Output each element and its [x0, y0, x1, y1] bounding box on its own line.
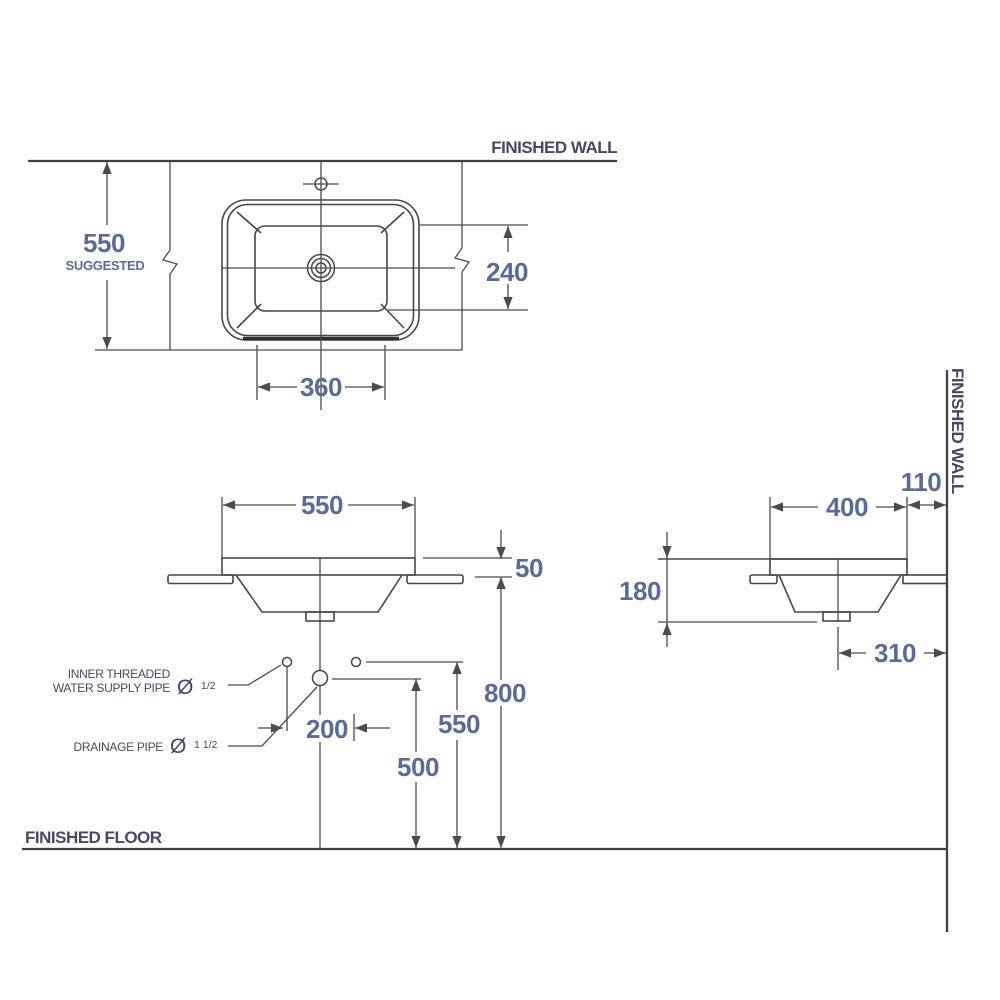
drain-pipe-opening — [311, 669, 329, 687]
supply-label-line2: WATER SUPPLY PIPE — [53, 681, 170, 695]
front-view: 550 50 800 550 50 — [53, 490, 543, 849]
dim-400-value: 400 — [826, 492, 868, 522]
counter-boundary-lines — [95, 161, 471, 351]
dim-310-value: 310 — [874, 638, 916, 668]
supply-pipe-right — [350, 656, 362, 668]
side-view: 400 110 180 310 FINISHED WALL — [619, 368, 967, 932]
dim-550-supply — [366, 661, 463, 848]
dim-200-value: 200 — [306, 714, 348, 744]
dim-550-width-value: 550 — [301, 490, 343, 520]
dim-50 — [423, 530, 512, 578]
dim-550-suggested-value: 550 — [83, 228, 125, 258]
dim-550-width — [221, 497, 416, 560]
dim-suggested-label: SUGGESTED — [66, 258, 145, 273]
dim-240 — [388, 224, 528, 311]
drainage-diameter-symbol: Ø — [170, 735, 186, 758]
drainage-label: DRAINAGE PIPE — [74, 740, 164, 754]
dim-180 — [658, 532, 817, 647]
dim-200-mask — [303, 715, 350, 742]
dim-500-value: 500 — [397, 752, 439, 782]
center-lines — [222, 161, 455, 410]
dim-310 — [837, 627, 946, 670]
dim-240-value: 240 — [486, 257, 528, 287]
dim-800-value: 800 — [484, 678, 526, 708]
dim-360 — [256, 345, 386, 400]
dim-400 — [769, 497, 908, 576]
dim-360-value: 360 — [300, 372, 342, 402]
floor: FINISHED FLOOR — [22, 828, 947, 851]
dim-550-supply-value: 550 — [438, 709, 480, 739]
supply-label-line1: INNER THREADED — [68, 667, 171, 681]
sink-front-outline — [167, 557, 464, 622]
supply-pipe-left — [281, 656, 293, 668]
finished-wall-side-label: FINISHED WALL — [948, 368, 967, 494]
finished-floor-label: FINISHED FLOOR — [25, 828, 162, 847]
callout-leaders — [228, 664, 318, 747]
dim-500 — [332, 678, 421, 848]
dim-50-value: 50 — [515, 553, 543, 583]
finished-wall-top-label: FINISHED WALL — [491, 138, 617, 157]
supply-diameter-value: 1/2 — [201, 680, 216, 692]
dim-110-value: 110 — [901, 467, 941, 497]
drainage-diameter-value: 1 1/2 — [194, 739, 218, 751]
dim-180-value: 180 — [619, 576, 661, 606]
sink-side-outline — [658, 558, 948, 622]
supply-diameter-symbol: Ø — [177, 676, 193, 699]
top-view: 550 SUGGESTED 240 360 FINISHED WALL — [28, 138, 618, 410]
